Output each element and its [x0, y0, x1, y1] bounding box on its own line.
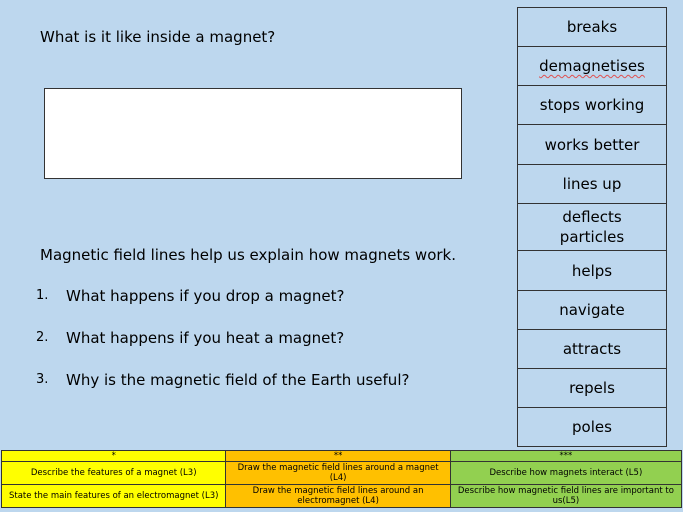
question-text: Why is the magnetic field of the Earth u…: [66, 371, 410, 389]
word-bank: breaks demagnetises stops working works …: [517, 7, 667, 447]
objective-cell: Describe how magnets interact (L5): [449, 461, 683, 485]
answer-text-box[interactable]: [44, 88, 462, 179]
question-text: What happens if you heat a magnet?: [66, 329, 345, 347]
objective-cell: State the main features of an electromag…: [0, 484, 227, 508]
learning-objectives-table: * ** *** Describe the features of a magn…: [0, 450, 683, 508]
word-bank-item: deflects particles: [518, 204, 666, 251]
table-row: State the main features of an electromag…: [0, 484, 683, 508]
word-bank-item: repels: [518, 369, 666, 408]
word-bank-item: stops working: [518, 86, 666, 125]
word-bank-item-text: demagnetises: [539, 57, 645, 75]
word-bank-item: works better: [518, 125, 666, 165]
word-bank-item: helps: [518, 251, 666, 291]
question-number: 1.: [36, 288, 49, 303]
header-two-star: **: [225, 450, 451, 462]
question-text: What happens if you drop a magnet?: [66, 287, 345, 305]
table-row: Describe the features of a magnet (L3) D…: [0, 461, 683, 485]
word-bank-item: breaks: [518, 8, 666, 47]
page-title: What is it like inside a magnet?: [40, 28, 276, 46]
intro-text: Magnetic field lines help us explain how…: [40, 246, 457, 264]
objective-cell: Describe how magnetic field lines are im…: [449, 484, 683, 508]
header-one-star: *: [0, 450, 227, 462]
word-bank-item: poles: [518, 408, 666, 447]
word-bank-item: attracts: [518, 330, 666, 369]
header-three-star: ***: [449, 450, 683, 462]
word-bank-item: lines up: [518, 165, 666, 204]
objective-cell: Draw the magnetic field lines around an …: [225, 484, 451, 508]
word-bank-item: demagnetises: [518, 47, 666, 86]
question-number: 3.: [36, 372, 49, 387]
objective-cell: Describe the features of a magnet (L3): [0, 461, 227, 485]
word-bank-item: navigate: [518, 291, 666, 330]
objective-cell: Draw the magnetic field lines around a m…: [225, 461, 451, 485]
question-number: 2.: [36, 330, 49, 345]
